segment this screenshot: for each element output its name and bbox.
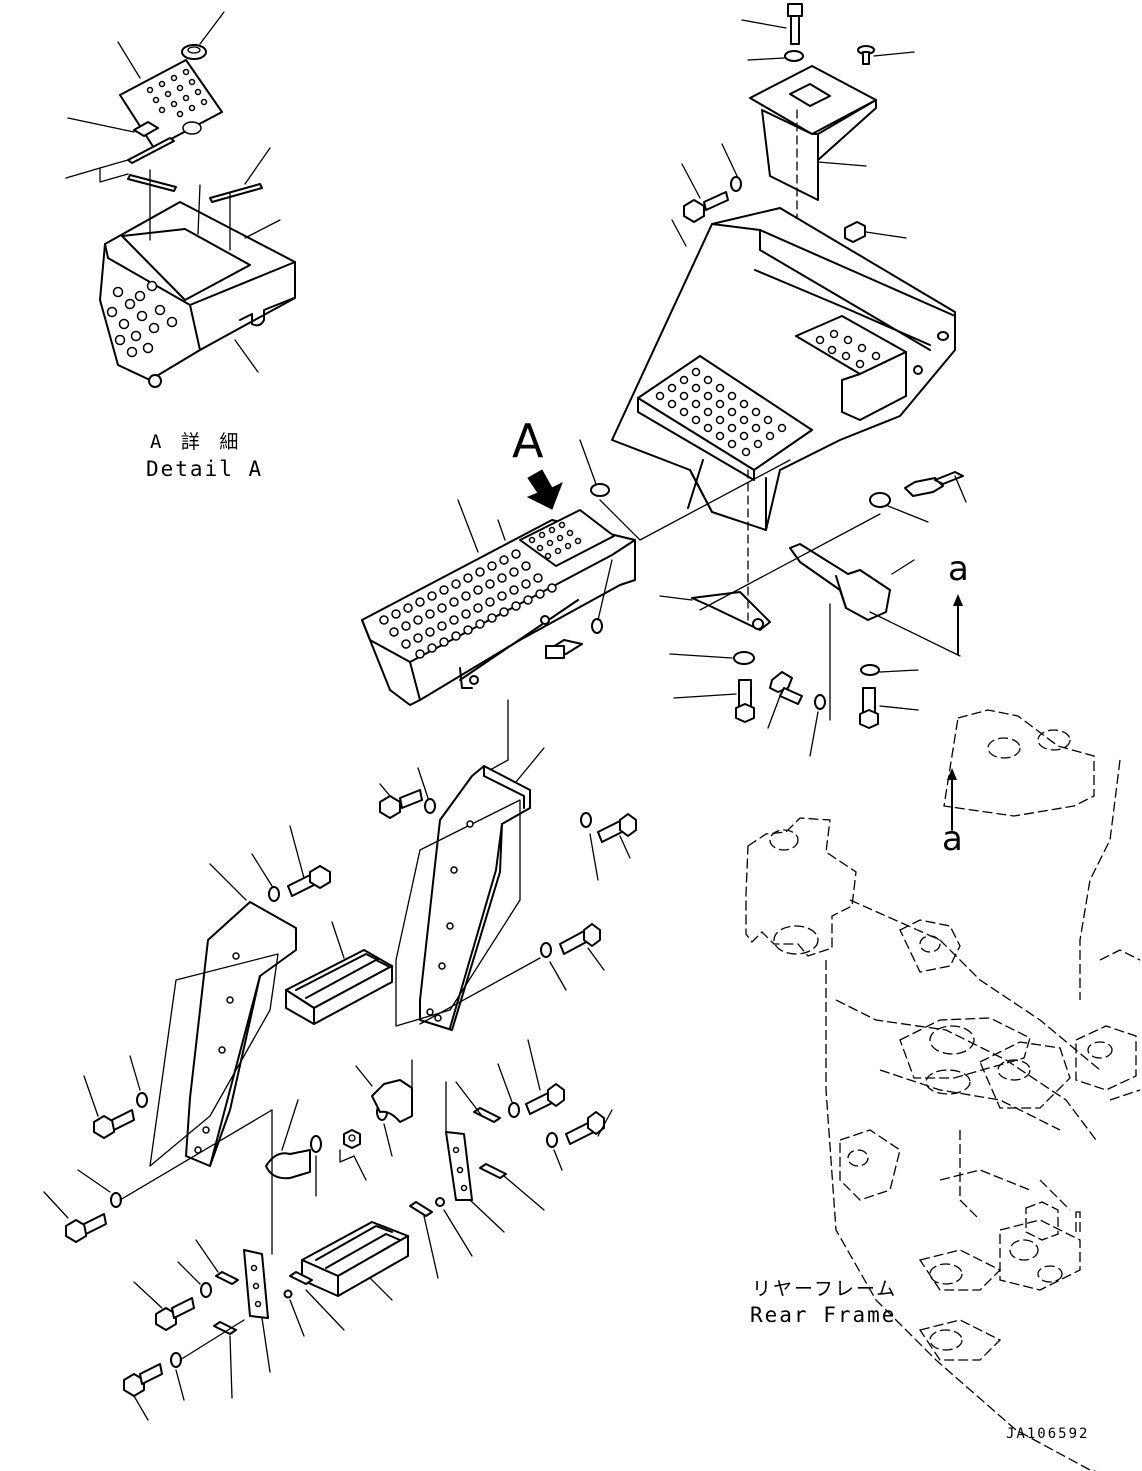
drawing-code: JA106592 (1006, 1426, 1090, 1442)
lower-step-assembly (43, 699, 637, 1421)
rear-frame-outline (745, 709, 1141, 1471)
detail-label-en: Detail A (146, 457, 264, 481)
right-bracket-assembly (659, 469, 967, 757)
detail-label-jp: A 詳 細 (150, 431, 243, 453)
frame-label-en: Rear Frame (750, 1303, 897, 1327)
frame-label-jp: リヤーフレーム (752, 1278, 898, 1300)
middle-step-assembly (361, 459, 791, 706)
upper-step-assembly (579, 3, 956, 531)
view-label: A (512, 414, 544, 468)
arrow-ref-top: a (948, 549, 969, 589)
detail-a-assembly (65, 11, 296, 388)
arrow-ref-bottom: a (942, 819, 963, 859)
